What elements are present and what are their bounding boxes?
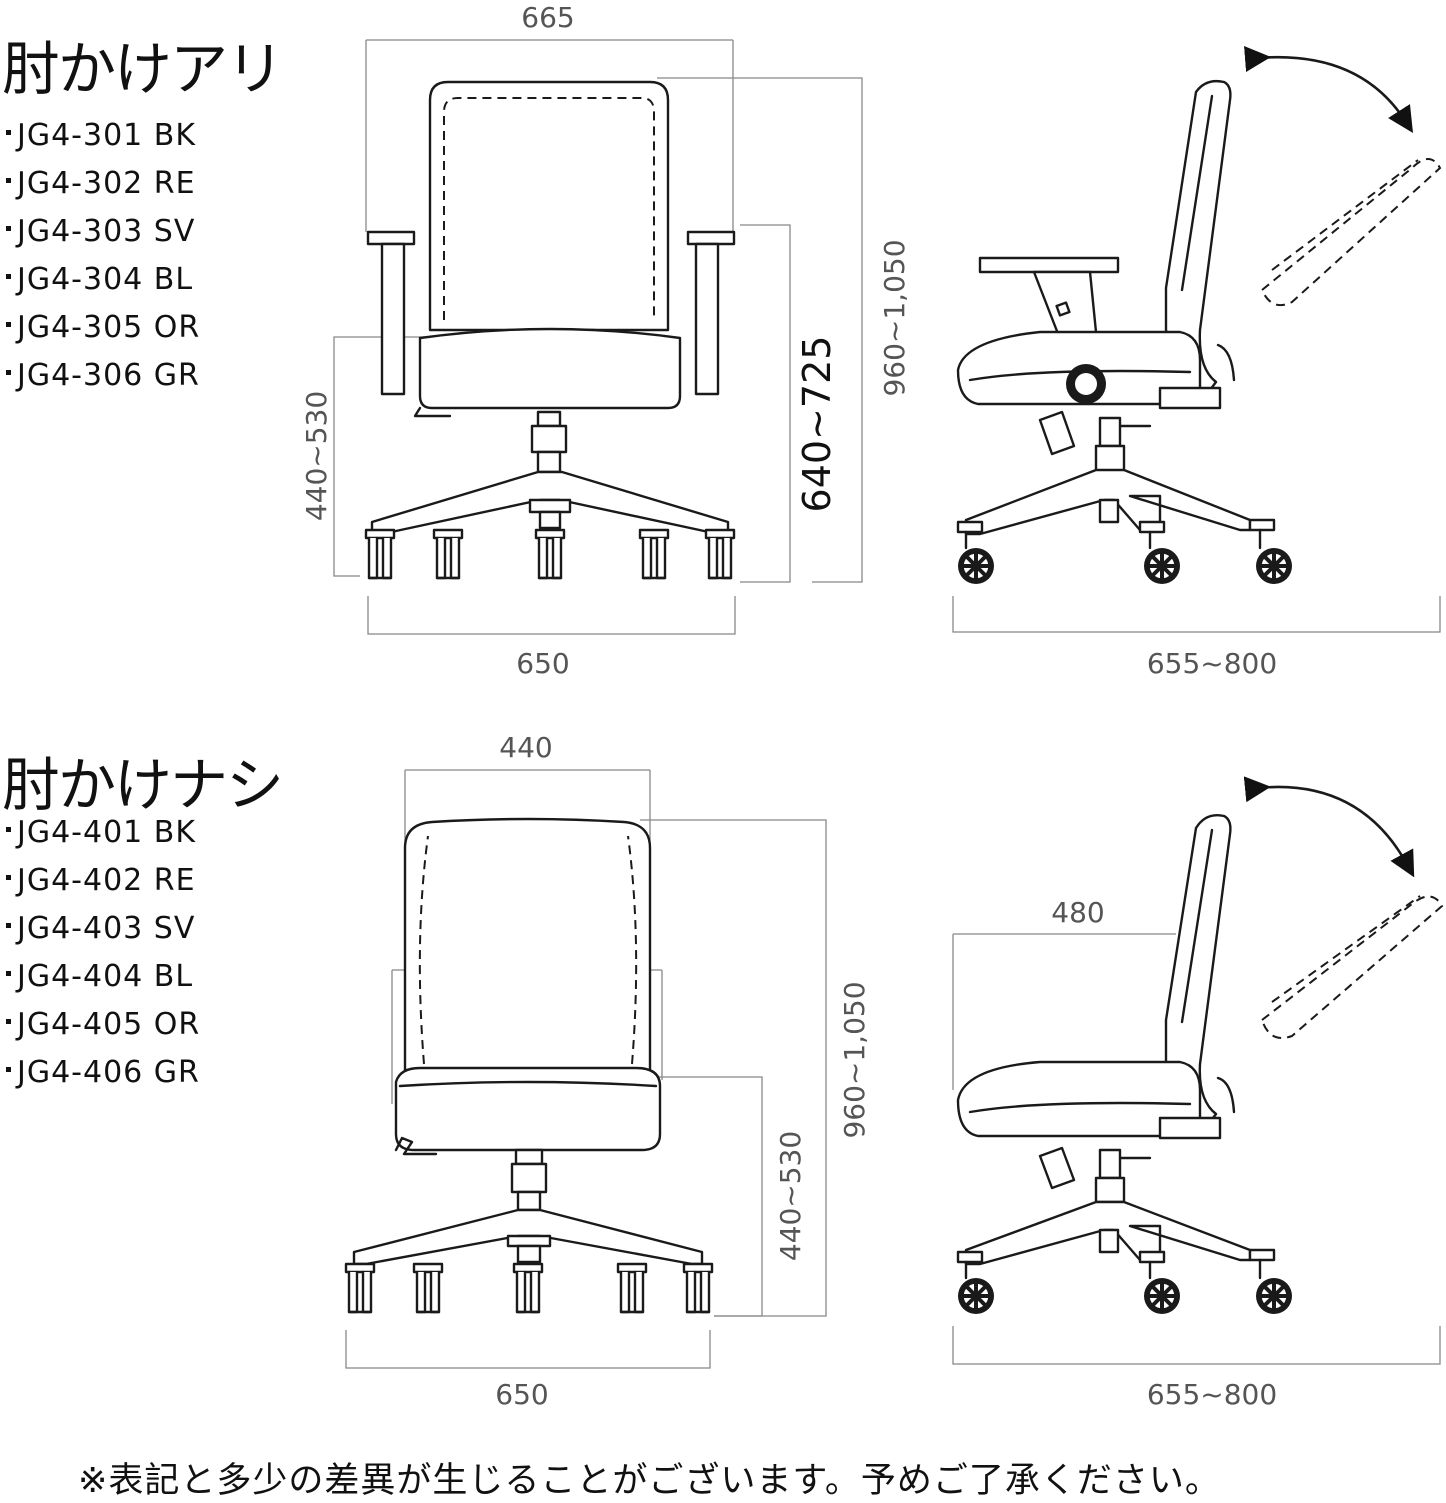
model-item: JG4-406 GR <box>6 1049 200 1097</box>
model-item: JG4-402 RE <box>6 857 200 905</box>
dim-back-width: 440 <box>499 731 552 764</box>
dim-depth: 655~800 <box>1147 647 1277 680</box>
chair-side-armrest: 655~800 <box>952 46 1442 680</box>
model-list-no-armrest: JG4-401 BK JG4-402 RE JG4-403 SV JG4-404… <box>6 809 200 1097</box>
chair-side-no-armrest: 480 655~800 <box>952 776 1444 1411</box>
dim-top-width: 665 <box>521 1 574 34</box>
chair-front-no-armrest: 440 470 960~1,050 440~530 650 <box>344 731 871 1411</box>
chair-front-armrest: 665 650 960~1,050 640~725 440~530 <box>300 1 911 680</box>
model-item: JG4-303 SV <box>6 208 200 256</box>
dim-base-width-no-arm: 650 <box>495 1378 548 1411</box>
dim-total-height: 960~1,050 <box>878 239 911 396</box>
model-item: JG4-405 OR <box>6 1001 200 1049</box>
model-item: JG4-302 RE <box>6 160 200 208</box>
dim-seat-depth: 480 <box>1051 896 1104 929</box>
model-list-armrest: JG4-301 BK JG4-302 RE JG4-303 SV JG4-304… <box>6 112 200 400</box>
heading-no-armrest: 肘かけナシ <box>2 751 284 819</box>
heading-armrest: 肘かけアリ <box>2 35 284 103</box>
dim-seat-height-no-arm: 440~530 <box>774 1131 807 1261</box>
model-item: JG4-403 SV <box>6 905 200 953</box>
dim-total-height-no-arm: 960~1,050 <box>838 981 871 1138</box>
model-item: JG4-401 BK <box>6 809 200 857</box>
model-item: JG4-404 BL <box>6 953 200 1001</box>
dim-seat-height: 440~530 <box>300 391 333 521</box>
model-item: JG4-304 BL <box>6 256 200 304</box>
dim-base-width: 650 <box>516 647 569 680</box>
model-item: JG4-301 BK <box>6 112 200 160</box>
model-item: JG4-306 GR <box>6 352 200 400</box>
dim-armrest-height: 640~725 <box>795 336 839 513</box>
model-item: JG4-305 OR <box>6 304 200 352</box>
dim-depth-no-arm: 655~800 <box>1147 1378 1277 1411</box>
footnote: ※表記と多少の差異が生じることがございます。予めご了承ください。 <box>78 1461 1221 1501</box>
